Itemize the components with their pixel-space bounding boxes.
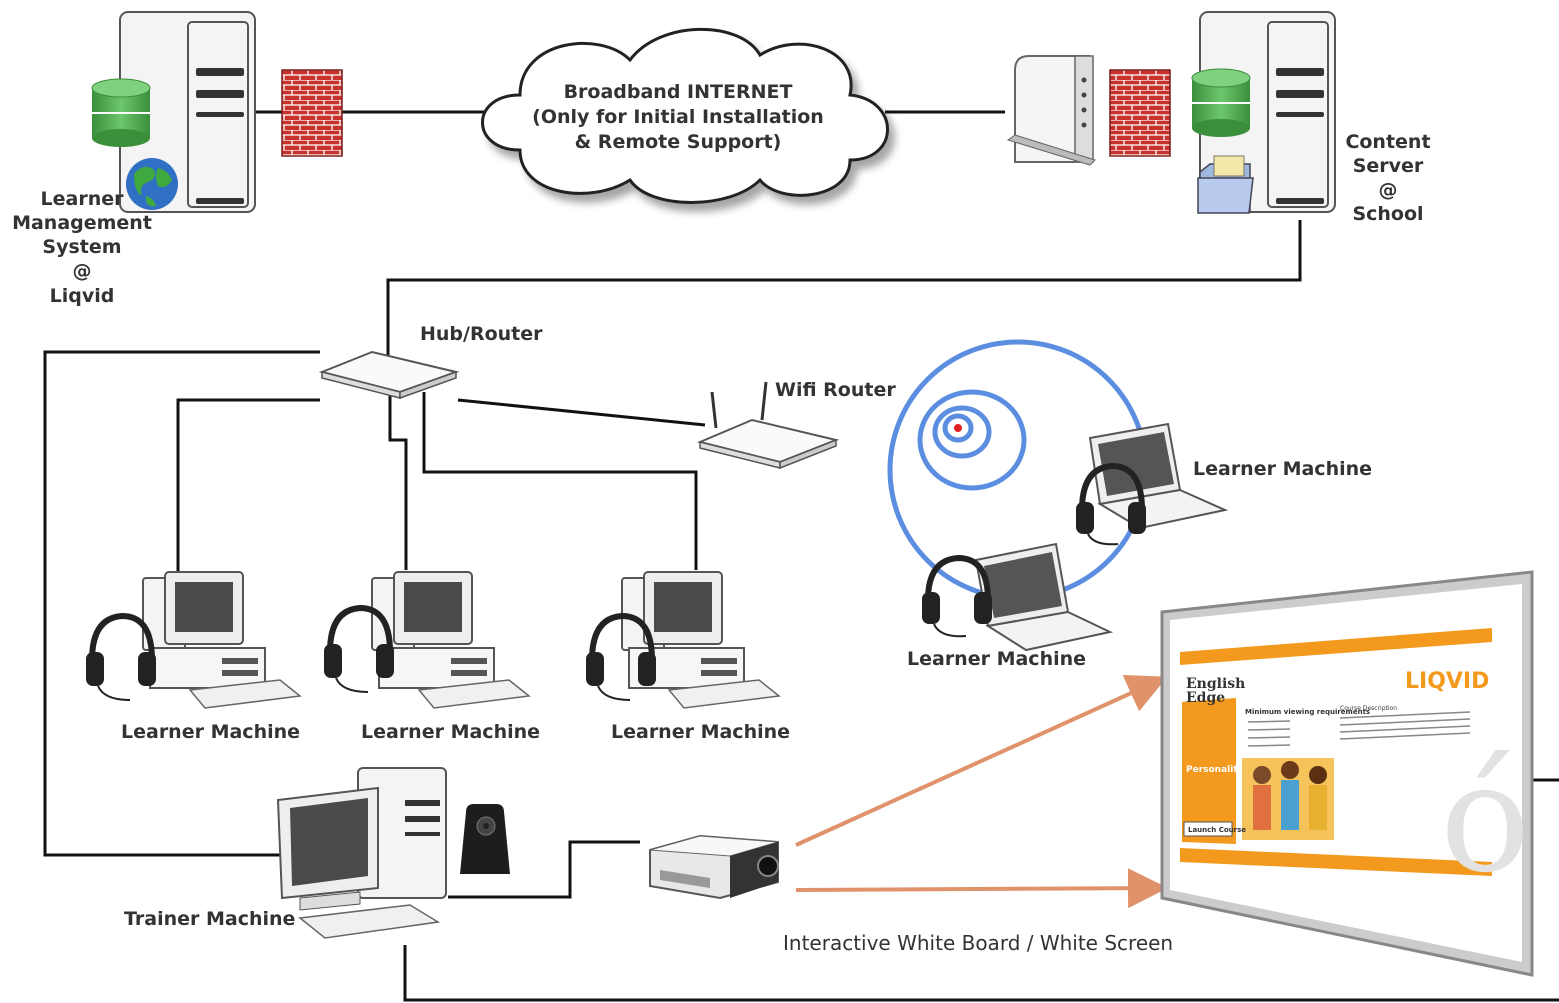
headset-icon <box>86 612 156 701</box>
headset-icon <box>324 604 394 693</box>
desktop-learner-1-label: Learner Machine <box>121 721 300 743</box>
laptop-learner-1-label: Learner Machine <box>1193 458 1372 480</box>
hub-router-icon <box>318 350 460 400</box>
content-server-label: Content Server @ School <box>1345 131 1430 225</box>
headset-icon <box>1076 462 1146 546</box>
svg-text:@: @ <box>1379 179 1398 201</box>
firewall-left-icon <box>281 69 343 157</box>
svg-text:School: School <box>1352 203 1423 225</box>
desktop-learner-1 <box>86 571 302 709</box>
lms-label: Learner Management System @ Liqvid <box>12 188 152 307</box>
svg-text:@: @ <box>73 260 92 282</box>
firewall-right-icon <box>1109 69 1171 157</box>
interactive-whiteboard: English Edge LIQVID Personality Developm… <box>1160 570 1534 977</box>
wifi-router-icon <box>696 381 840 470</box>
svg-text:Content: Content <box>1345 131 1430 153</box>
content-server <box>1191 11 1336 214</box>
board-students-photo <box>1242 758 1334 840</box>
modem-icon <box>1006 55 1096 166</box>
database-icon <box>91 78 151 147</box>
svg-text:Launch Course: Launch Course <box>1188 826 1246 834</box>
folder-icon <box>1197 155 1254 214</box>
whiteboard-label: Interactive White Board / White Screen <box>783 931 1173 955</box>
svg-text:Liqvid: Liqvid <box>50 285 115 307</box>
projector-icon <box>649 834 779 900</box>
hub-router-label: Hub/Router <box>420 323 543 345</box>
svg-text:Learner: Learner <box>41 188 125 210</box>
trainer-machine <box>276 767 510 939</box>
board-brand: LIQVID <box>1405 669 1489 694</box>
cloud-line-3: & Remote Support) <box>575 131 782 153</box>
svg-text:Management: Management <box>12 212 152 234</box>
wifi-router-label: Wifi Router <box>775 379 896 401</box>
headset-icon <box>922 554 992 638</box>
internet-cloud: Broadband INTERNET (Only for Initial Ins… <box>481 27 889 204</box>
wifi-source-dot <box>954 424 962 432</box>
database-icon <box>1191 68 1251 137</box>
laptop-learner-2-label: Learner Machine <box>907 648 1086 670</box>
desktop-learner-2 <box>324 571 531 709</box>
cloud-line-2: (Only for Initial Installation <box>532 106 824 128</box>
board-logo-line1: English <box>1186 676 1245 692</box>
board-course-desc: Course Description <box>1340 705 1397 712</box>
board-launch-button <box>1183 821 1233 837</box>
globe-icon <box>126 158 178 210</box>
lms-server <box>91 11 256 213</box>
desktop-learner-2-label: Learner Machine <box>361 721 540 743</box>
trainer-machine-label: Trainer Machine <box>124 908 295 930</box>
desktop-learner-3-label: Learner Machine <box>611 721 790 743</box>
network-links <box>43 110 1559 1002</box>
board-text-lines <box>1247 711 1471 747</box>
cloud-line-1: Broadband INTERNET <box>564 81 793 103</box>
laptop-learner-1 <box>1076 422 1229 546</box>
svg-text:Server: Server <box>1353 155 1424 177</box>
laptop-learner-2 <box>922 542 1114 652</box>
board-logo-line2: Edge <box>1186 690 1225 706</box>
speaker-icon <box>460 804 510 874</box>
desktop-learner-3 <box>586 571 781 709</box>
svg-text:System: System <box>42 236 121 258</box>
board-heading: Minimum viewing requirements <box>1245 708 1370 716</box>
headset-icon <box>586 612 656 701</box>
projection-arrows <box>795 674 1168 909</box>
board-watermark-glyph: ó <box>1440 732 1530 906</box>
